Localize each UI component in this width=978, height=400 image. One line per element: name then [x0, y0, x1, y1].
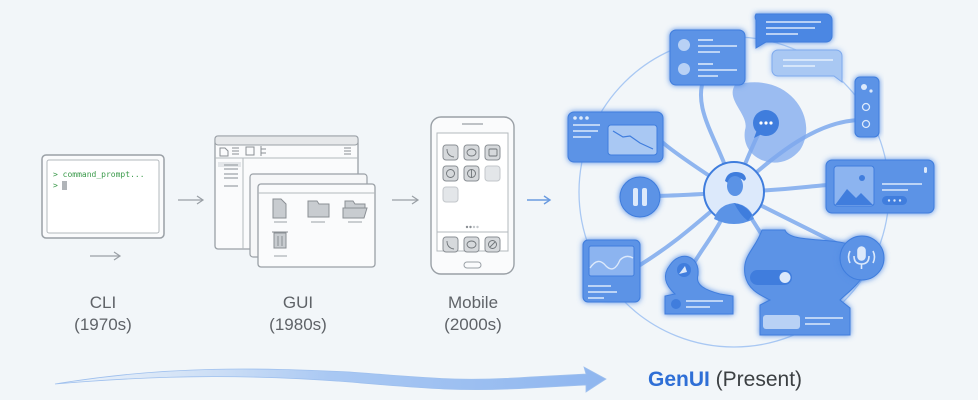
phone-icon — [442, 144, 459, 161]
genui-era: (Present) — [709, 368, 803, 391]
open-folder-icon — [342, 200, 368, 219]
camera-icon — [484, 144, 501, 161]
folder-icon — [307, 200, 330, 218]
app-placeholder-icon — [442, 186, 459, 203]
stage-name: Mobile — [447, 293, 499, 312]
genui-brand: GenUI — [648, 368, 710, 391]
genui-network — [567, 13, 935, 348]
app-placeholder-icon — [484, 165, 501, 182]
profile-list-card — [669, 29, 746, 86]
chart-icon — [589, 255, 634, 270]
folder-small-icon — [245, 146, 255, 156]
file-icon — [219, 147, 229, 157]
arrow-gui-to-mobile — [392, 195, 420, 205]
timeline-arrow — [54, 366, 607, 393]
stage-name: GUI — [282, 293, 314, 312]
chat-icon — [463, 144, 480, 161]
user-avatar-icon — [703, 161, 765, 224]
stage-mobile: Mobile (2000s) — [431, 292, 515, 336]
control-pill — [854, 76, 880, 138]
image-card — [825, 159, 935, 214]
trash-icon — [272, 231, 288, 249]
image-icon — [835, 189, 873, 205]
chat-icon — [463, 236, 480, 253]
cli-prompt-line: > command_prompt... — [53, 170, 145, 179]
arrow-cli-below — [90, 251, 122, 261]
gui-windows — [214, 135, 376, 268]
pause-icon — [619, 176, 661, 218]
mobile-phone — [430, 116, 515, 275]
stage-era: (2000s) — [444, 315, 502, 334]
sidebar-list — [218, 162, 241, 187]
stage-era: (1970s) — [74, 315, 132, 334]
line-chart-icon — [612, 130, 654, 150]
message-bubble — [754, 13, 833, 49]
microphone-blob — [839, 235, 885, 281]
microphone-icon — [847, 246, 876, 269]
cli-cursor — [62, 181, 67, 190]
file-icon — [272, 198, 287, 219]
message-bubble-light — [771, 49, 843, 83]
tree-icon — [260, 146, 266, 156]
chat-bubble-icon — [753, 110, 779, 138]
cli-terminal: > command_prompt... > — [41, 154, 165, 239]
stage-gui: GUI (1980s) — [258, 292, 338, 336]
cli-cursor-line: > — [53, 181, 58, 190]
list-icon — [232, 147, 239, 155]
chart-card — [567, 111, 664, 163]
toggle-blob — [744, 229, 868, 336]
arrow-cli-to-gui — [178, 195, 205, 205]
menu-icon — [344, 147, 351, 155]
paint-blob — [664, 255, 734, 315]
stage-era: (1980s) — [269, 315, 327, 334]
stage-cli: CLI (1970s) — [68, 292, 138, 336]
arrow-mobile-to-genui — [527, 195, 552, 205]
graph-card — [582, 239, 641, 303]
stage-genui: GenUI (Present) — [648, 368, 802, 392]
share-icon — [442, 165, 459, 182]
stage-name: CLI — [89, 293, 117, 312]
phone-icon — [442, 236, 459, 253]
